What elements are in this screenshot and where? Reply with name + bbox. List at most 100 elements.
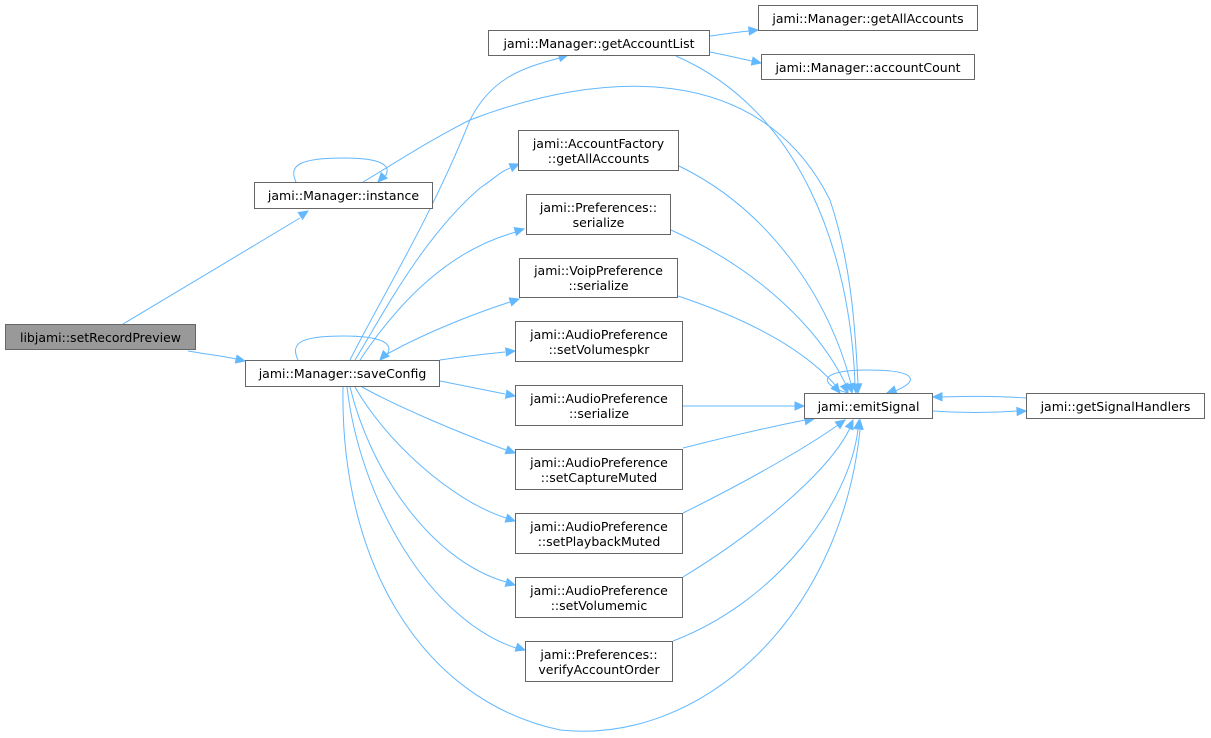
- edge-saveconfig-setvolumemic-arrowhead: [504, 577, 517, 587]
- edge-saveconfig-prefserialize: [359, 227, 526, 361]
- edge-saveconfig-prefserialize-line: [359, 231, 517, 361]
- node-label-line-2: ::setPlaybackMuted: [537, 533, 661, 549]
- node-audiopreference-serialize[interactable]: jami::AudioPreference ::serialize: [515, 385, 683, 426]
- node-label-line-1: jami::AudioPreference: [530, 326, 668, 342]
- edge-voipserialize-emitsignal-line: [677, 295, 837, 387]
- node-preferences-serialize[interactable]: jami::Preferences:: serialize: [526, 194, 671, 235]
- node-audiopreference-setplaybackmuted[interactable]: jami::AudioPreference ::setPlaybackMuted: [515, 513, 683, 554]
- edge-saveconfig-afgetallaccounts: [354, 163, 521, 361]
- node-label-line-2: ::serialize: [568, 278, 629, 293]
- edge-getaccountlist-getallaccounts-line: [709, 30, 750, 37]
- edge-saveconfig-voipserialize: [379, 297, 521, 359]
- node-label: jami::Manager::getAllAccounts: [772, 10, 964, 26]
- node-label-line-1: jami::AudioPreference: [530, 518, 668, 534]
- edge-setplaybackmuted-emitsignal-line: [682, 424, 839, 514]
- edge-saveconfig-afgetallaccounts-line: [354, 167, 511, 361]
- node-label-line-2: ::serialize: [568, 405, 630, 421]
- edge-getaccountlist-accountcount-line: [709, 51, 753, 62]
- node-label-line-2: ::setCaptureMuted: [540, 469, 658, 485]
- node-manager-getaccountlist[interactable]: jami::Manager::getAccountList: [488, 30, 710, 56]
- edge-emitsignal-getsignalhandlers-arrowhead: [1016, 406, 1028, 417]
- edge-saveconfig-prefserialize-arrowhead: [513, 227, 526, 237]
- node-label: jami::Manager::getAccountList: [503, 35, 695, 51]
- edge-getaccountlist-accountcount: [709, 51, 763, 66]
- edge-saveconfig-verifyaccountorder-line: [346, 386, 517, 649]
- edge-emitsignal-getsignalhandlers-line: [932, 410, 1018, 413]
- edge-verifyaccountorder-emitsignal-arrowhead: [853, 418, 863, 430]
- edge-emitsignal-getsignalhandlers: [932, 406, 1028, 417]
- edge-saveconfig-self-line: [295, 335, 390, 361]
- edge-saveconfig-setvolumespkr-arrowhead: [505, 347, 517, 357]
- edge-instance-self-arrowhead: [377, 171, 388, 183]
- edge-saveconfig-getaccountlist-line: [349, 57, 561, 361]
- edge-emitsignal-self-line: [827, 369, 911, 394]
- edge-voipserialize-emitsignal: [677, 295, 841, 394]
- edge-saveconfig-afgetallaccounts-arrowhead: [508, 163, 521, 173]
- edge-afgetallaccounts-emitsignal: [678, 165, 855, 395]
- edge-setvolumemic-emitsignal-line: [682, 427, 851, 578]
- node-label-line-1: jami::Preferences::: [540, 646, 658, 662]
- edge-saveconfig-emitsignal-line: [342, 386, 861, 732]
- edge-getaccountlist-accountcount-arrowhead: [750, 56, 763, 66]
- node-label: jami::emitSignal: [817, 398, 920, 414]
- node-label-line-2: serialize: [572, 214, 625, 230]
- node-accountfactory-getallaccounts[interactable]: jami::AccountFactory ::getAllAccounts: [518, 130, 679, 171]
- edge-getaccountlist-emitsignal: [675, 55, 861, 395]
- edge-saveconfig-voipserialize-arrowhead: [508, 297, 521, 307]
- node-audiopreference-setvolumemic[interactable]: jami::AudioPreference ::setVolumemic: [515, 577, 683, 618]
- node-audiopreference-setvolumespkr[interactable]: jami::AudioPreference ::setVolumespkr: [515, 321, 683, 362]
- edge-getaccountlist-emitsignal-line: [675, 55, 856, 385]
- node-label-line-2: ::getAllAccounts: [547, 150, 650, 166]
- edge-saveconfig-setvolumemic: [349, 386, 517, 587]
- edge-verifyaccountorder-emitsignal: [672, 418, 863, 642]
- node-manager-accountcount[interactable]: jami::Manager::accountCount: [761, 54, 975, 80]
- node-label: libjami::setRecordPreview: [19, 329, 182, 345]
- edge-setrecordpreview-saveconfig: [187, 350, 247, 364]
- node-label-line-1: jami::AudioPreference: [530, 454, 668, 470]
- edge-setrecordpreview-instance: [122, 210, 310, 325]
- edge-getaccountlist-getallaccounts-arrowhead: [748, 26, 760, 36]
- edge-saveconfig-setcapturemuted: [361, 386, 517, 455]
- node-manager-instance[interactable]: jami::Manager::instance: [254, 182, 433, 209]
- edge-saveconfig-setplaybackmuted: [354, 386, 517, 523]
- edge-saveconfig-voipserialize-line: [379, 301, 511, 359]
- edge-saveconfig-audioserialize-line: [439, 380, 506, 395]
- node-label: jami::Manager::accountCount: [775, 59, 961, 75]
- node-audiopreference-setcapturemuted[interactable]: jami::AudioPreference ::setCaptureMuted: [515, 449, 683, 490]
- node-preferences-verifyaccountorder[interactable]: jami::Preferences:: verifyAccountOrder: [525, 641, 673, 682]
- edge-saveconfig-setvolumemic-line: [349, 386, 507, 583]
- node-label-line-1: jami::AccountFactory: [532, 135, 665, 151]
- edge-instance-self-line: [293, 157, 388, 183]
- node-label: jami::Manager::instance: [267, 188, 420, 203]
- edge-prefserialize-emitsignal: [670, 229, 849, 395]
- edge-setvolumemic-emitsignal: [682, 418, 854, 578]
- node-label-line-2: ::setVolumespkr: [548, 341, 650, 357]
- node-label-line-2: ::setVolumemic: [550, 597, 648, 613]
- edge-getaccountlist-getallaccounts: [709, 26, 760, 37]
- edge-setcapturemuted-emitsignal-line: [682, 419, 806, 449]
- node-getsignalhandlers[interactable]: jami::getSignalHandlers: [1026, 393, 1205, 419]
- edge-saveconfig-setcapturemuted-line: [361, 386, 507, 451]
- node-voippreference-serialize[interactable]: jami::VoipPreference ::serialize: [519, 258, 678, 298]
- edge-saveconfig-setvolumespkr: [439, 347, 517, 361]
- node-manager-getallaccounts[interactable]: jami::Manager::getAllAccounts: [758, 5, 978, 31]
- node-label-line-2: verifyAccountOrder: [538, 661, 660, 677]
- edge-setrecordpreview-saveconfig-line: [187, 350, 237, 360]
- edge-prefserialize-emitsignal-arrowhead: [839, 382, 849, 395]
- node-emitsignal[interactable]: jami::emitSignal: [804, 393, 933, 419]
- edge-getsignalhandlers-emitsignal-line: [941, 395, 1027, 399]
- edge-setrecordpreview-saveconfig-arrowhead: [234, 354, 247, 364]
- edge-setcapturemuted-emitsignal: [682, 415, 816, 449]
- node-manager-saveconfig[interactable]: jami::Manager::saveConfig: [245, 360, 440, 387]
- edge-saveconfig-verifyaccountorder-arrowhead: [514, 642, 527, 652]
- edge-emitsignal-self: [827, 369, 911, 395]
- node-label-line-1: jami::AudioPreference: [530, 582, 668, 598]
- edge-getsignalhandlers-emitsignal-arrowhead: [931, 391, 943, 402]
- edge-instance-self: [293, 157, 388, 183]
- edge-saveconfig-self: [295, 335, 390, 361]
- edge-saveconfig-setplaybackmuted-line: [354, 386, 507, 519]
- edge-saveconfig-setvolumespkr-line: [439, 351, 506, 361]
- node-label-line-1: jami::Preferences::: [539, 199, 658, 215]
